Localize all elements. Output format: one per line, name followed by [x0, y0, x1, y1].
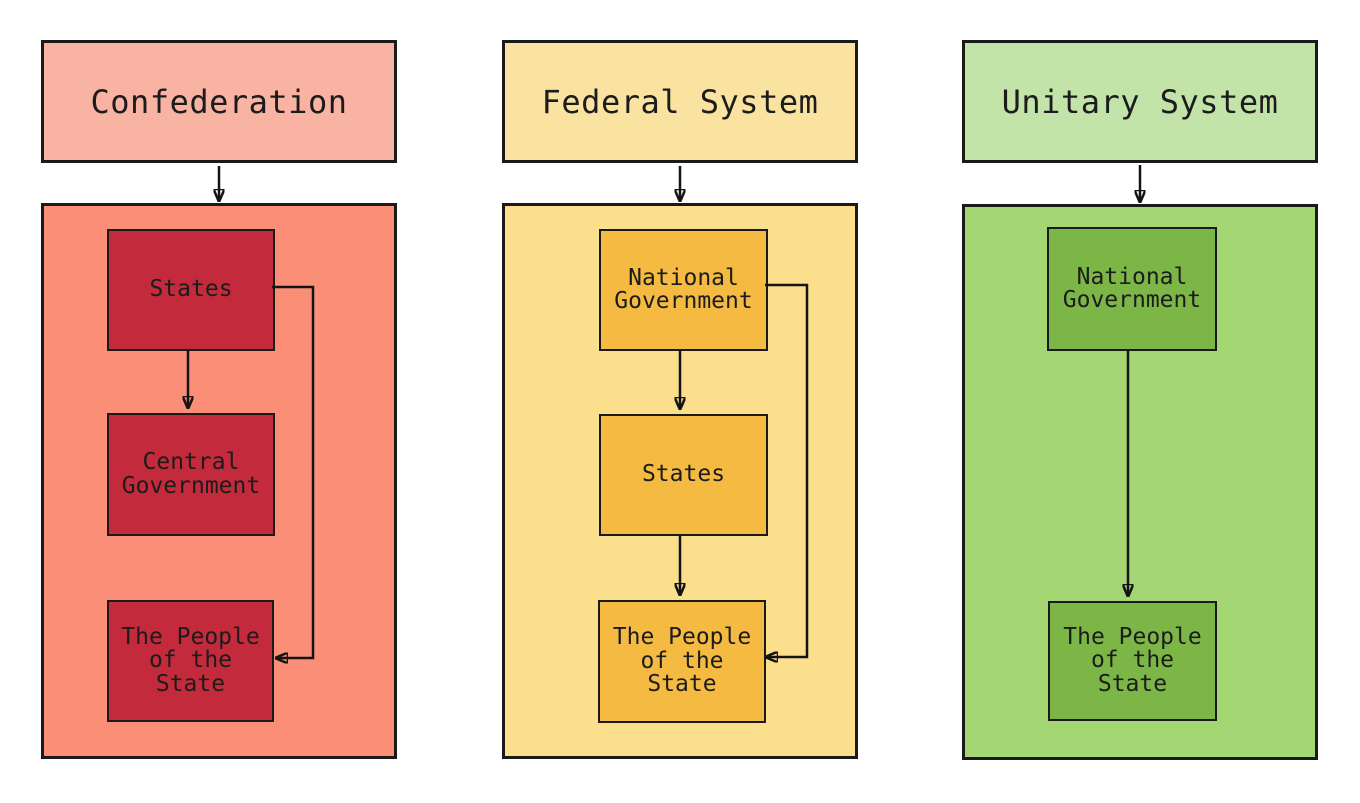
header-unitary-system: Unitary System [962, 40, 1318, 163]
panel-unitary-system: National Government The People of the St… [962, 204, 1318, 760]
node-unitary-national-government: National Government [1047, 227, 1217, 351]
node-confederation-people: The People of the State [107, 600, 274, 722]
panel-confederation: States Central Government The People of … [41, 203, 397, 759]
node-federal-people: The People of the State [598, 600, 766, 723]
node-federal-states: States [599, 414, 768, 536]
panel-federal-system: National Government States The People of… [502, 203, 858, 759]
node-federal-national-government: National Government [599, 229, 768, 351]
node-unitary-people: The People of the State [1048, 601, 1217, 721]
header-confederation: Confederation [41, 40, 397, 163]
node-confederation-states: States [107, 229, 275, 351]
header-federal-system: Federal System [502, 40, 858, 163]
node-confederation-central-government: Central Government [107, 413, 275, 536]
